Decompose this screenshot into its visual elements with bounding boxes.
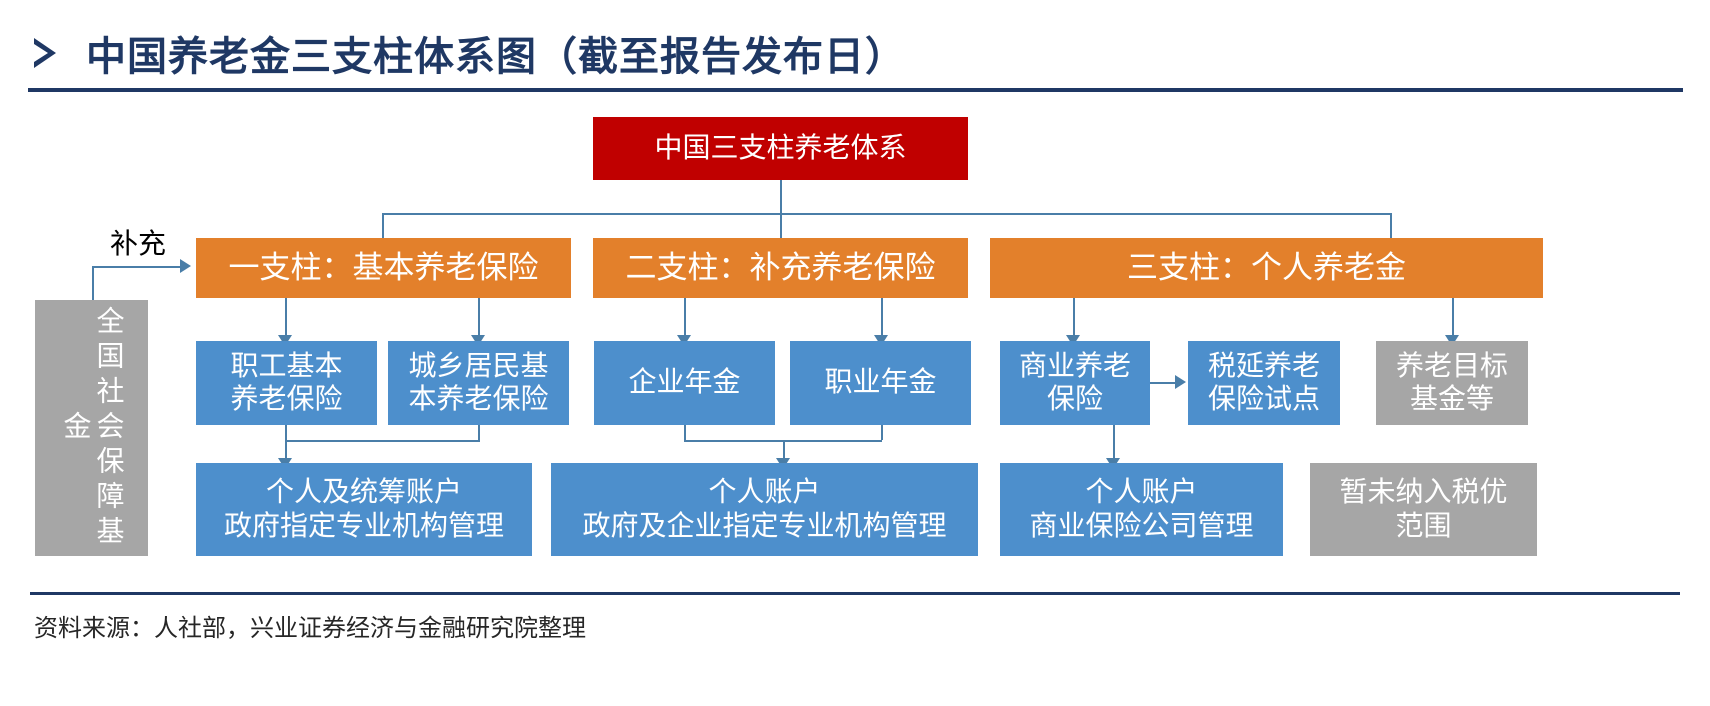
- node-occupational-annuity[interactable]: 职业年金: [790, 341, 971, 425]
- node-resident-basic-pension[interactable]: 城乡居民基 本养老保险: [388, 341, 569, 425]
- triangle-right-icon: [34, 38, 56, 68]
- arrow-p2-n4: [874, 335, 888, 346]
- connector-to-pillar-2: [780, 213, 782, 238]
- connector-root-down: [780, 180, 782, 214]
- connector-p2-n3: [684, 298, 686, 340]
- account-pooled-individual[interactable]: 个人及统筹账户 政府指定专业机构管理: [196, 463, 532, 556]
- footer-divider: [30, 592, 1680, 595]
- node-target-date-funds-label: 养老目标 基金等: [1395, 350, 1508, 415]
- node-enterprise-annuity-label: 企业年金: [628, 367, 741, 399]
- pillar-3[interactable]: 三支柱：个人养老金: [990, 238, 1543, 298]
- arrow-p2-n3: [677, 335, 691, 346]
- connector-n5-down: [1113, 425, 1115, 465]
- pillar-3-label: 三支柱：个人养老金: [1127, 249, 1406, 285]
- node-tax-deferred-pension-pilot[interactable]: 税延养老 保险试点: [1188, 341, 1340, 425]
- connector-to-pillar-1: [382, 213, 384, 238]
- root-node-label: 中国三支柱养老体系: [654, 132, 907, 164]
- arrow-p1-n1: [278, 335, 292, 346]
- node-commercial-pension-insurance-label: 商业养老 保险: [1018, 350, 1131, 415]
- node-employee-basic-pension[interactable]: 职工基本 养老保险: [196, 341, 377, 425]
- connector-p2-join-down: [783, 440, 785, 465]
- pillar-1-label: 一支柱：基本养老保险: [228, 249, 539, 285]
- arrow-p3-n7: [1445, 335, 1459, 346]
- account-individual-commercial[interactable]: 个人账户 商业保险公司管理: [1000, 463, 1283, 556]
- connector-n5-n6: [1150, 382, 1177, 384]
- node-tax-deferred-pension-pilot-label: 税延养老 保险试点: [1207, 350, 1320, 415]
- title-divider: [28, 88, 1683, 92]
- arrow-fund-to-pillar1: [180, 259, 191, 273]
- node-commercial-pension-insurance[interactable]: 商业养老 保险: [1000, 341, 1150, 425]
- arrow-n5-n6: [1175, 375, 1186, 389]
- connector-p2-n4: [881, 298, 883, 340]
- root-node[interactable]: 中国三支柱养老体系: [593, 117, 968, 180]
- page-header: 中国养老金三支柱体系图（截至报告发布日）: [30, 24, 906, 82]
- national-social-security-fund[interactable]: 全国社会保障基金: [35, 300, 148, 556]
- connector-to-pillar-3: [1390, 213, 1392, 238]
- connector-n2-join: [285, 440, 480, 442]
- arrow-p3-n5: [1066, 335, 1080, 346]
- page-title: 中国养老金三支柱体系图（截至报告发布日）: [86, 34, 906, 79]
- pillar-2[interactable]: 二支柱：补充养老保险: [593, 238, 968, 298]
- connector-p1-n1: [285, 298, 287, 340]
- pillar-2-label: 二支柱：补充养老保险: [625, 249, 936, 285]
- account-individual-commercial-label: 个人账户 商业保险公司管理: [1029, 477, 1254, 542]
- connector-p3-n5: [1073, 298, 1075, 340]
- account-no-tax-benefit-label: 暂未纳入税优 范围: [1339, 477, 1508, 542]
- connector-fund-to-pillar1: [92, 266, 182, 268]
- account-individual-enterprise[interactable]: 个人账户 政府及企业指定专业机构管理: [551, 463, 978, 556]
- connector-p3-n7: [1452, 298, 1454, 340]
- connector-p1-n2: [478, 298, 480, 340]
- arrow-p1-n2: [471, 335, 485, 346]
- supplement-label: 补充: [110, 229, 167, 260]
- national-fund-label: 全国社会保障基金: [59, 305, 124, 551]
- node-employee-basic-pension-label: 职工基本 养老保险: [230, 350, 343, 415]
- connector-n3-down: [684, 425, 686, 440]
- connector-fund-up: [92, 266, 94, 300]
- pillar-1[interactable]: 一支柱：基本养老保险: [196, 238, 571, 298]
- node-occupational-annuity-label: 职业年金: [824, 367, 937, 399]
- connector-n4-down: [881, 425, 883, 440]
- account-no-tax-benefit[interactable]: 暂未纳入税优 范围: [1310, 463, 1537, 556]
- node-target-date-funds[interactable]: 养老目标 基金等: [1376, 341, 1528, 425]
- connector-n2-down: [478, 425, 480, 440]
- account-pooled-individual-label: 个人及统筹账户 政府指定专业机构管理: [223, 477, 504, 542]
- source-note: 资料来源：人社部，兴业证券经济与金融研究院整理: [34, 616, 586, 642]
- account-individual-enterprise-label: 个人账户 政府及企业指定专业机构管理: [582, 477, 947, 542]
- connector-n1-down: [285, 425, 287, 465]
- node-resident-basic-pension-label: 城乡居民基 本养老保险: [408, 350, 549, 415]
- connector-root-bus: [382, 213, 1392, 215]
- node-enterprise-annuity[interactable]: 企业年金: [594, 341, 775, 425]
